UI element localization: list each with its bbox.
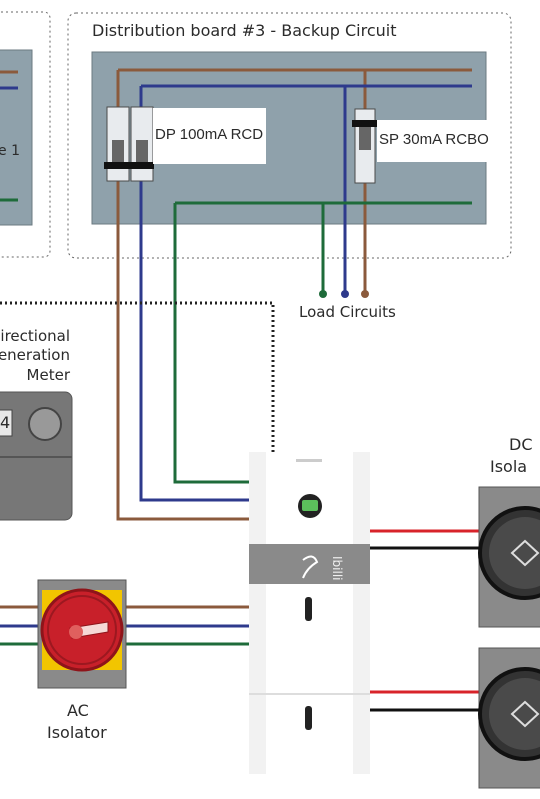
left-distribution-board — [0, 11, 51, 258]
comms-cable — [0, 301, 275, 452]
dc-isolator-label-line-2: Isola — [490, 457, 528, 476]
live-wires — [0, 68, 472, 609]
generation-meter — [0, 391, 73, 521]
dc-isolator-2 — [478, 647, 540, 789]
dp-rcd-breaker — [104, 106, 154, 182]
left-board-label: e 1 — [0, 143, 20, 159]
inverter-battery-stack — [249, 452, 370, 774]
meter-label-line-3: Meter — [26, 366, 70, 384]
load-circuits-label: Load Circuits — [299, 303, 396, 321]
inverter-brand-text: Ibilli — [330, 556, 344, 581]
dc-wires — [370, 529, 480, 712]
rcd-label: DP 100mA RCD — [153, 108, 266, 164]
load-terminals — [319, 290, 369, 298]
board-title: Distribution board #3 - Backup Circuit — [92, 21, 397, 40]
meter-display-value: 4 — [0, 413, 11, 432]
dc-isolator-1 — [478, 486, 540, 628]
ac-isolator-label-line-2: Isolator — [47, 723, 107, 742]
meter-label-line-1: lirectional — [0, 327, 70, 345]
meter-label-line-2: eneration — [0, 346, 70, 364]
earth-wires — [0, 201, 472, 646]
rcbo-label: SP 30mA RCBO — [377, 120, 491, 162]
sp-rcbo-breaker — [352, 108, 378, 184]
dc-isolator-label-line-1: DC — [509, 435, 533, 454]
neutral-wires — [0, 84, 472, 628]
ac-isolator-label-line-1: AC — [67, 701, 89, 720]
ac-isolator — [37, 579, 127, 689]
